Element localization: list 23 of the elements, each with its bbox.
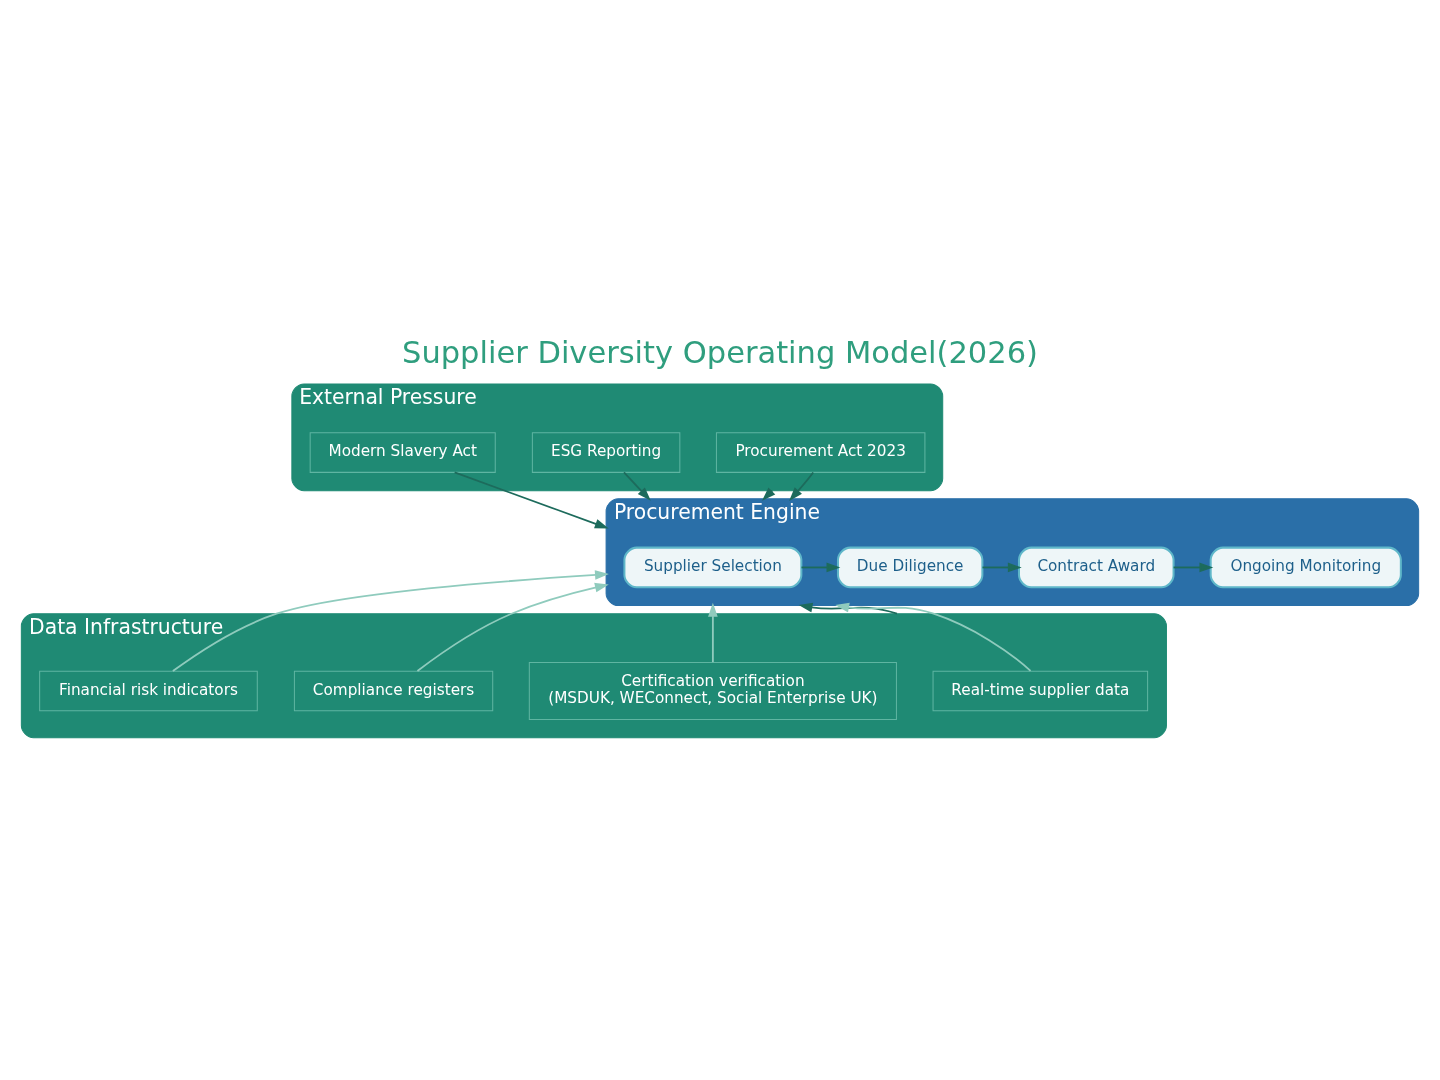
node-box: Certification verification (MSDUK, WEConnect, Social Enterprise UK) — [528, 662, 897, 720]
node-box: Compliance registers — [293, 670, 494, 712]
arrow — [1172, 562, 1214, 573]
arrow — [708, 602, 718, 664]
node-box: Procurement Act 2023 — [715, 432, 926, 473]
arrow — [800, 562, 841, 573]
node-box: Due Diligence — [836, 546, 984, 589]
node-box: Contract Award — [1017, 546, 1175, 589]
node-box: Ongoing Monitoring — [1209, 546, 1402, 589]
arrow — [798, 602, 898, 615]
diagram-title: Supplier Diversity Operating Model(2026) — [402, 334, 1038, 370]
arrow — [416, 582, 609, 672]
node-box: Modern Slavery Act — [309, 432, 496, 473]
node-box: ESG Reporting — [531, 432, 681, 473]
arrow — [835, 602, 1032, 672]
node-box: Real-time supplier data — [932, 670, 1149, 712]
arrow — [981, 562, 1022, 573]
node-box: Financial risk indicators — [39, 670, 258, 712]
arrow — [789, 471, 815, 501]
arrow — [762, 487, 776, 501]
arrow — [623, 471, 651, 501]
arrow — [171, 570, 609, 672]
node-box: Supplier Selection — [623, 546, 803, 589]
